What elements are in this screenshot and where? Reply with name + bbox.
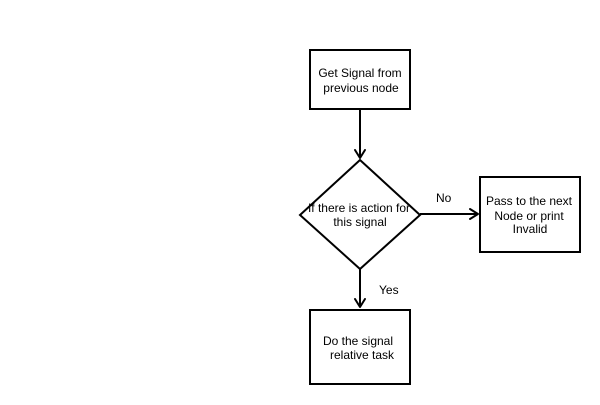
node-do-task-shape (309, 309, 411, 385)
node-decision-line-1: If there is action for (308, 201, 410, 215)
arrowhead (469, 208, 479, 220)
node-pass-next-line-2: Node or print (494, 209, 564, 223)
node-get-signal-line-1: Get Signal from (318, 66, 401, 80)
node-pass-next-shape (479, 176, 581, 253)
node-get-signal: Get Signal from previous node (309, 49, 411, 110)
node-pass-next-line-1: Pass to the next (486, 194, 573, 208)
node-do-task: Do the signal relative task (309, 309, 411, 385)
edge-get-signal-to-decision (354, 109, 366, 159)
edge-no-label: No (436, 191, 452, 205)
arrowhead (354, 149, 366, 159)
node-pass-next: Pass to the next Node or print Invalid (479, 176, 581, 253)
arrowhead (354, 298, 366, 308)
node-get-signal-line-2: previous node (323, 81, 399, 95)
node-pass-next-line-3: Invalid (513, 222, 548, 236)
node-do-task-line-1: Do the signal (323, 334, 393, 348)
node-get-signal-shape (309, 49, 411, 110)
edge-yes-label: Yes (379, 283, 399, 297)
edge-decision-to-pass: No (420, 191, 479, 220)
node-do-task-line-2: relative task (330, 348, 395, 362)
node-decision: If there is action for this signal (298, 158, 422, 271)
node-decision-line-2: this signal (333, 215, 386, 229)
edge-decision-to-task: Yes (354, 269, 399, 308)
